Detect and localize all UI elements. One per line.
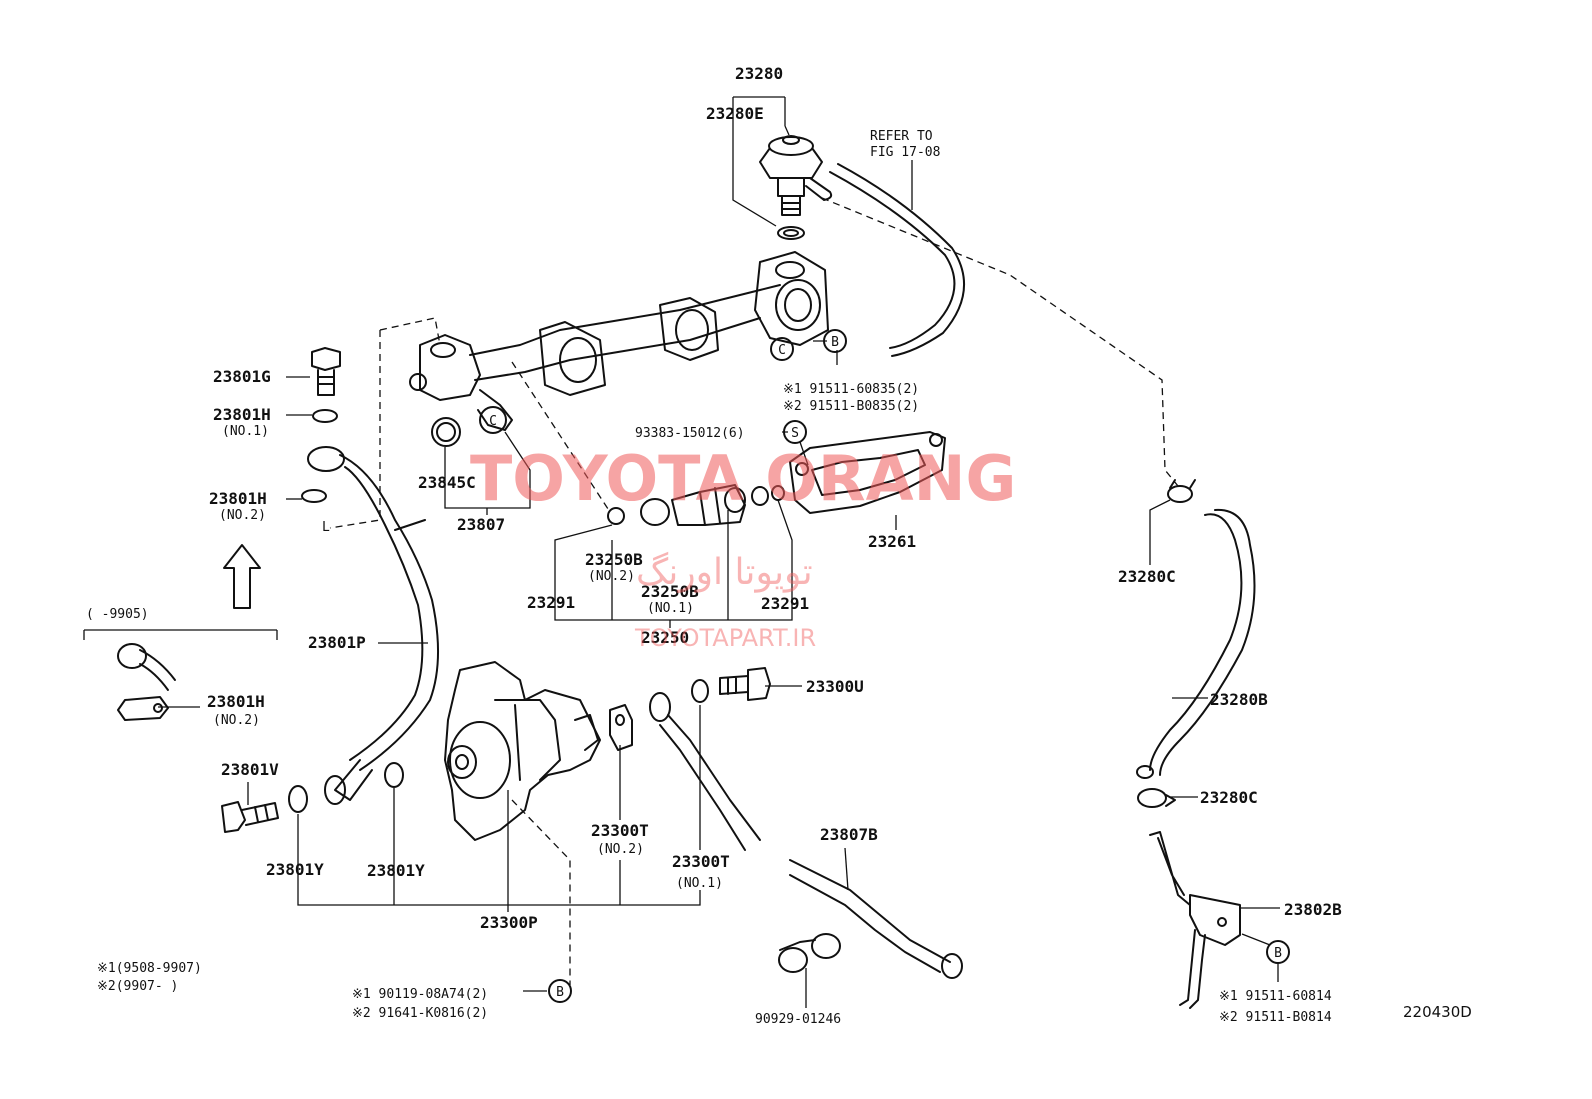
label-23300t-no2: 23300T (591, 821, 649, 840)
marker-c: C (489, 414, 497, 429)
label-range-9905: ( -9905) (86, 607, 149, 622)
label-no2-a: (NO.2) (219, 508, 266, 523)
label-23801v: 23801V (221, 760, 279, 779)
watermark-persian: تویوتا اورنگ (636, 551, 813, 593)
label-23291-a: 23291 (527, 593, 575, 612)
label-23801p: 23801P (308, 633, 366, 652)
label-23300t-no1: 23300T (672, 852, 730, 871)
fuel-filter (444, 661, 601, 841)
label-23807: 23807 (457, 515, 505, 534)
label-ref3-1: ※1 91511-60814 (1219, 989, 1332, 1004)
label-23801y-b: 23801Y (367, 861, 425, 880)
fuel-outlet-hose (649, 692, 963, 979)
label-no1-c: (NO.1) (676, 876, 723, 891)
label-refer-2: FIG 17-08 (870, 145, 940, 160)
pressure-regulator (759, 135, 833, 240)
marker-b-lower: B (548, 979, 572, 1003)
vsv-23802b (1149, 831, 1241, 1009)
vacuum-hose (829, 171, 956, 349)
part-labels: 23280 23280E REFER TO FIG 17-08 23801G 2… (86, 64, 1472, 1027)
union-bolt-23300u (719, 667, 771, 701)
label-23291-b: 23291 (761, 594, 809, 613)
label-ref2-1: ※1 90119-08A74(2) (352, 987, 488, 1002)
label-no2-b: (NO.2) (588, 569, 635, 584)
label-ref2-2: ※2 91641-K0816(2) (352, 1006, 488, 1021)
vacuum-hose-23280b (1136, 508, 1256, 779)
collar-c (479, 406, 507, 434)
label-23280: 23280 (735, 64, 783, 83)
svg-text:B: B (1274, 946, 1282, 961)
old-type-fitting (117, 643, 176, 721)
marker-c-rail: C (778, 343, 786, 358)
label-23801y-a: 23801Y (266, 860, 324, 879)
injector (607, 484, 785, 526)
leader-lines (83, 96, 1280, 1008)
marker-b-upper: B (823, 329, 847, 353)
hose-clamp-90929 (778, 933, 841, 973)
label-refer-1: REFER TO (870, 129, 933, 144)
label-23300p: 23300P (480, 913, 538, 932)
svg-text:S: S (791, 426, 799, 441)
clip-23280c-upper (1167, 479, 1196, 503)
label-23250: 23250 (641, 628, 689, 647)
clip-23280c-lower (1137, 788, 1176, 808)
label-no1-b: (NO.1) (647, 601, 694, 616)
legend-1: ※1(9508-9907) (97, 961, 202, 976)
label-ref1-2: ※2 91511-B0835(2) (783, 399, 919, 414)
watermark-brand: TOYOTA ORANG (470, 442, 1016, 515)
label-23845c: 23845C (418, 473, 476, 492)
injector-insulator (789, 431, 946, 514)
label-23250b-no1: 23250B (641, 582, 699, 601)
marker-b-right: B (1266, 940, 1290, 964)
label-23807b: 23807B (820, 825, 878, 844)
fuel-inlet-hose (307, 446, 440, 805)
label-23801g: 23801G (213, 367, 271, 386)
marker-l: L (322, 520, 330, 535)
svg-text:B: B (831, 335, 839, 350)
union-bolt-23801g (311, 347, 341, 396)
label-23261: 23261 (868, 532, 916, 551)
label-23801h-no1: 23801H (213, 405, 271, 424)
figure-code: 220430D (1403, 1003, 1472, 1021)
svg-text:C: C (778, 343, 786, 358)
label-23280c-a: 23280C (1118, 567, 1176, 586)
label-23280b: 23280B (1210, 690, 1268, 709)
label-no2-d: (NO.2) (597, 842, 644, 857)
bracket-23300t (609, 704, 633, 751)
marker-s: S (783, 420, 807, 444)
legend-2: ※2(9907- ) (97, 979, 178, 994)
label-ref3-2: ※2 91511-B0814 (1219, 1010, 1332, 1025)
svg-text:C: C (489, 414, 497, 429)
label-ref1-1: ※1 91511-60835(2) (783, 382, 919, 397)
label-no1-a: (NO.1) (222, 424, 269, 439)
label-23280c-b: 23280C (1200, 788, 1258, 807)
label-23300u: 23300U (806, 677, 864, 696)
label-23801h-no2: 23801H (209, 489, 267, 508)
watermark-site: TOYOTAPART.IR (634, 624, 816, 652)
label-23802b: 23802B (1284, 900, 1342, 919)
watermark: TOYOTA ORANG تویوتا اورنگ TOYOTAPART.IR (470, 442, 1016, 652)
label-23250b-no2: 23250B (585, 550, 643, 569)
label-93383: 93383-15012(6) (635, 426, 745, 441)
delivery-pipe (409, 251, 829, 431)
svg-text:B: B (556, 985, 564, 1000)
union-bolt-23801v (221, 801, 279, 833)
label-23280e: 23280E (706, 104, 764, 123)
up-arrow-icon (223, 544, 261, 609)
label-90929: 90929-01246 (755, 1012, 841, 1027)
o-ring-23845c (431, 417, 461, 447)
label-23801h-no2-b: 23801H (207, 692, 265, 711)
label-no2-c: (NO.2) (213, 713, 260, 728)
